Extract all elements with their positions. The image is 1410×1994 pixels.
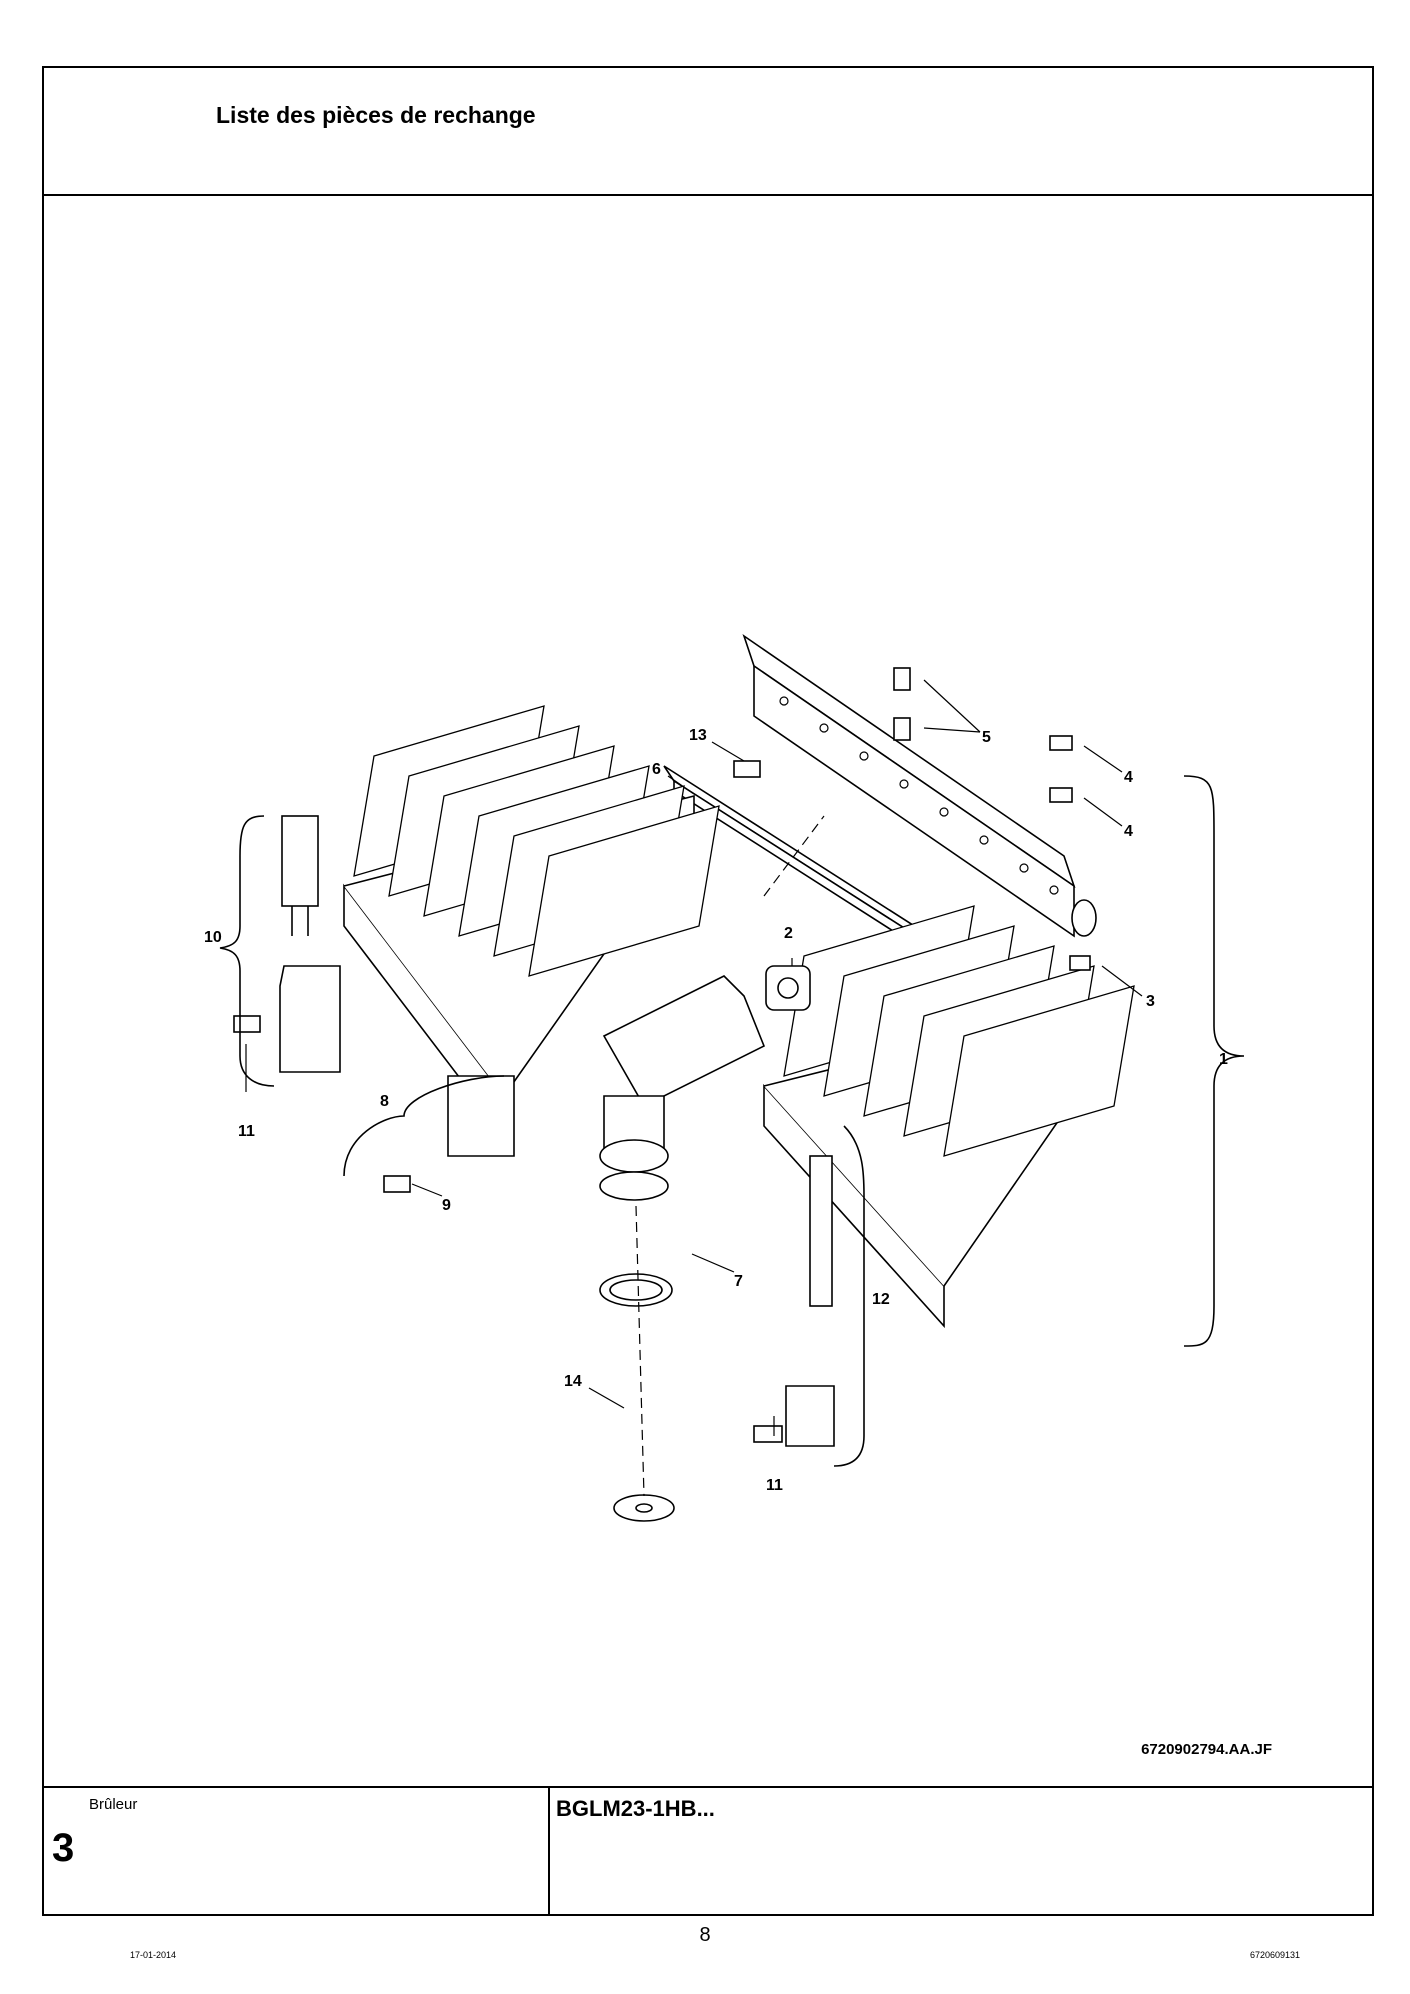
callout-6: 6 [652,761,661,778]
page-frame: Liste des pièces de rechange [42,66,1374,1916]
section-name: Brûleur [89,1796,138,1813]
callout-13: 13 [689,727,707,744]
section-number: 3 [52,1826,75,1870]
electrode-bracket [279,965,341,1073]
callout-14: 14 [564,1373,582,1390]
print-date: 17-01-2014 [130,1950,177,1960]
exploded-view-drawing: 1 2 3 4 4 5 6 7 8 9 10 11 11 12 13 14 67… [44,196,1372,1786]
callout-7: 7 [734,1273,743,1290]
manifold-bar [742,633,1097,938]
burner-block-right [763,905,1135,1329]
callout-5: 5 [982,729,991,746]
washer [599,1273,673,1307]
callout-8: 8 [380,1093,389,1110]
callout-11b: 11 [766,1477,783,1494]
seal [613,1494,675,1522]
gas-inlet-pipe [599,975,766,1201]
footer: Brûleur 3 BGLM23-1HB... [44,1786,1372,1914]
footer-divider [548,1788,550,1914]
callout-3: 3 [1146,993,1155,1010]
header: Liste des pièces de rechange [44,68,1372,196]
ignition-electrode [281,815,319,936]
document-number: 6720609131 [1249,1950,1300,1960]
bracket [447,1075,515,1157]
model-name: BGLM23-1HB... [556,1796,715,1821]
callout-12: 12 [872,1291,890,1308]
callout-1: 1 [1219,1051,1228,1068]
callout-10: 10 [204,929,222,946]
callout-2: 2 [784,925,793,942]
page-number: 8 [699,1924,711,1946]
burner-block-left [343,705,720,1139]
callout-11a: 11 [238,1123,255,1140]
burner-exploded-diagram: 1 2 3 4 4 5 6 7 8 9 10 11 11 12 13 14 [204,633,1245,1522]
callout-4a: 4 [1124,769,1133,786]
figure-reference: 6720902794.AA.JF [1141,1741,1272,1758]
page-title: Liste des pièces de rechange [216,102,536,128]
callout-4b: 4 [1124,823,1133,840]
ionisation-electrode [809,1155,833,1307]
callout-labels: 1 2 3 4 4 5 6 7 8 9 10 11 11 12 13 14 [204,727,1228,1494]
callout-9: 9 [442,1197,451,1214]
